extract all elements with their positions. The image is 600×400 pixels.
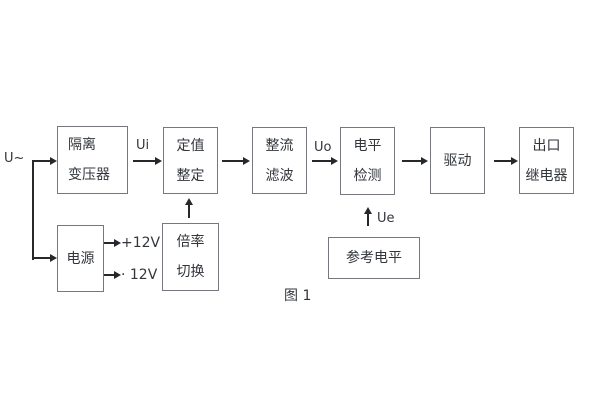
arrowhead-icon [421, 157, 428, 165]
arrow-level-to-driver [402, 160, 421, 162]
block-reference-level: 参考电平 [328, 237, 420, 279]
block-label: 变压器 [68, 167, 110, 183]
arrow-setting-to-rectifier [222, 160, 243, 162]
arrowhead-icon [511, 157, 518, 165]
label-minus-12v: · 12V [121, 267, 158, 283]
arrowhead-icon [50, 157, 57, 165]
input-branch-line [32, 160, 34, 260]
arrowhead-icon [114, 271, 121, 279]
block-label: 定值 [176, 137, 205, 154]
block-label: 电平 [353, 138, 382, 154]
block-label: 倍率 [176, 234, 205, 250]
label-uo: Uo [314, 140, 332, 155]
block-driver: 驱动 [430, 127, 485, 194]
arrow-rectifier-to-level [312, 160, 331, 162]
arrow-reference-to-level [367, 214, 369, 226]
label-ue: Ue [377, 211, 395, 226]
arrowhead-icon [331, 157, 338, 165]
arrow-power-plus12v [104, 242, 114, 244]
figure-caption: 图 1 [284, 288, 312, 304]
label-input-voltage: U~ [4, 151, 25, 166]
block-power-supply: 电源 [57, 225, 104, 292]
block-label: 参考电平 [346, 250, 402, 266]
arrow-ratio-to-setting [188, 205, 190, 218]
block-label: 滤波 [265, 167, 294, 184]
label-ui: Ui [136, 138, 150, 153]
block-rectifier-filter: 整流 滤波 [252, 127, 307, 194]
block-ratio-switch: 倍率 切换 [162, 223, 219, 291]
label-plus-12v: +12V [121, 235, 161, 251]
arrowhead-icon [243, 157, 250, 165]
block-label: 检测 [353, 168, 382, 184]
block-label: 隔离 [68, 137, 96, 153]
block-label: 出口 [532, 137, 561, 154]
block-level-detection: 电平 检测 [340, 127, 395, 195]
block-value-setting: 定值 整定 [163, 127, 218, 194]
arrow-driver-to-relay [494, 160, 511, 162]
block-isolation-transformer: 隔离 变压器 [57, 126, 128, 194]
block-output-relay: 出口 继电器 [519, 127, 574, 194]
arrowhead-icon [50, 254, 57, 262]
arrowhead-icon [114, 239, 121, 247]
arrowhead-icon [364, 207, 372, 214]
arrowhead-icon [185, 198, 193, 205]
arrowhead-icon [155, 157, 162, 165]
block-label: 驱动 [443, 152, 472, 169]
arrow-input-to-power [32, 257, 51, 259]
arrow-power-minus12v [104, 274, 114, 276]
block-label: 整定 [176, 167, 205, 184]
block-label: 切换 [176, 264, 205, 280]
block-label: 整流 [265, 137, 294, 154]
arrow-transformer-to-setting [133, 160, 155, 162]
arrow-input-to-transformer [32, 160, 51, 162]
block-label: 电源 [66, 250, 95, 267]
block-label: 继电器 [525, 167, 568, 184]
